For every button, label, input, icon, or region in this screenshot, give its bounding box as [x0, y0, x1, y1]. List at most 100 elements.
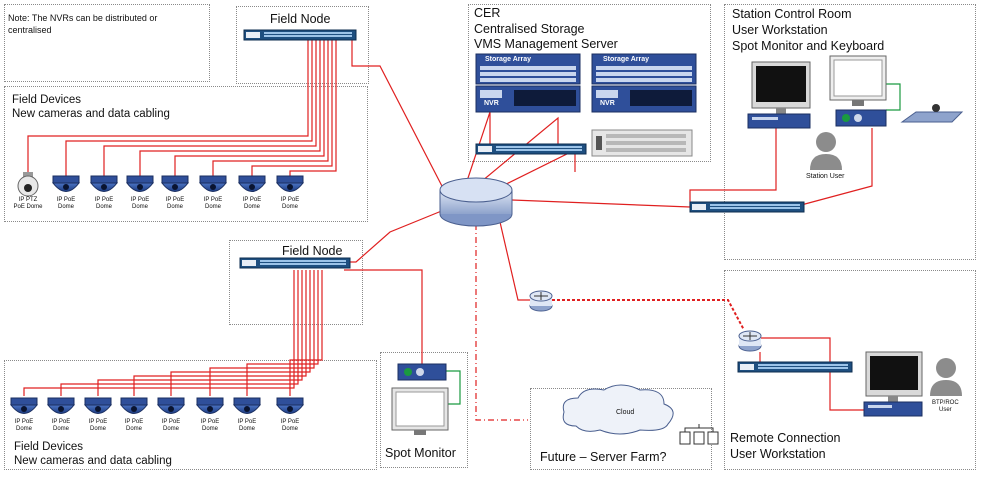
field-devices-bottom-subtitle: New cameras and data cabling [14, 455, 172, 467]
dome-camera-label-line2: Dome [166, 204, 183, 210]
dome-camera-icon [89, 175, 119, 192]
field-node-top-box [236, 6, 369, 84]
field-devices-top-box [4, 86, 368, 222]
dome-camera-icon [119, 397, 149, 414]
field-node-bottom-label: Field Node [282, 244, 343, 258]
note-box [4, 4, 210, 82]
dome-camera-icon [232, 397, 262, 414]
dome-camera-label-line1: IP PoE [56, 197, 76, 203]
storage-array-2-label: Storage Array [603, 56, 650, 63]
cabling [23, 36, 873, 421]
dome-camera-label-line1: IP PoE [51, 419, 71, 425]
dome-camera-label-line1: IP PoE [124, 419, 144, 425]
remote-connection-label: Remote Connection User Workstation [730, 430, 840, 462]
field-devices-top-subtitle: New cameras and data cabling [12, 108, 170, 120]
field-devices-bottom-title: Field Devices [14, 441, 84, 453]
dome-camera-label-line2: Dome [57, 204, 74, 210]
spot-monitor-box [380, 352, 468, 468]
dome-camera-label-line2: Dome [281, 426, 298, 432]
nvr-note-line2: centralised [8, 25, 52, 35]
field-node-bottom-switch-icon [239, 257, 351, 269]
ptz-camera-label-line1: IP PTZ [18, 197, 38, 203]
station-user-label: Station User [806, 173, 845, 180]
dome-camera-icon [160, 175, 190, 192]
station-control-room-label: Station Control Room User Workstation Sp… [732, 6, 884, 54]
remote-user-line2: User [939, 407, 952, 413]
remote-user-icon [930, 358, 962, 396]
dome-camera-label-line2: Dome [89, 426, 106, 432]
wan-link [552, 299, 745, 331]
nvr-note-line1: Note: The NVRs can be distributed or [8, 13, 158, 23]
dome-camera-label-line1: IP PoE [94, 197, 114, 203]
spot-monitor-decoder-icon [397, 363, 447, 381]
field-devices-top-label: Field Devices New cameras and data cabli… [12, 93, 170, 121]
dome-camera-label-line1: IP PoE [165, 197, 185, 203]
vms-server-icon [591, 129, 693, 157]
server-farm-label: Future – Server Farm? [540, 450, 667, 464]
dome-camera-icon [237, 175, 267, 192]
keyboard-icon [900, 104, 964, 123]
field-devices-bottom-label: Field Devices New cameras and data cabli… [14, 440, 172, 468]
ptz-camera-icon [17, 172, 39, 197]
station-workstation-monitor-icon [751, 61, 811, 114]
storage-array-2-icon [591, 53, 697, 85]
station-workstation-label: User Workstation [732, 23, 828, 37]
field-node-bottom-box [229, 240, 363, 325]
remote-connection-box [724, 270, 976, 470]
nvr-2-label: NVR [600, 100, 615, 107]
ptz-camera-label-line2: PoE Dome [13, 204, 43, 210]
station-decoder-icon [835, 109, 887, 127]
storage-array-1-icon [475, 53, 581, 85]
cloud-icon [562, 384, 674, 435]
dome-camera-label-line1: IP PoE [242, 197, 262, 203]
dome-camera-icon [9, 397, 39, 414]
storage-array-1-label: Storage Array [485, 56, 532, 63]
field-devices-top-title: Field Devices [12, 94, 82, 106]
spot-monitor-label: Spot Monitor [385, 446, 456, 460]
dome-camera-label-line2: Dome [52, 426, 69, 432]
dome-camera-label-line2: Dome [281, 204, 298, 210]
cer-vms-label: VMS Management Server [474, 37, 618, 51]
station-user-icon [810, 132, 842, 170]
cloud-label: Cloud [616, 409, 635, 416]
dome-camera-label-line2: Dome [162, 426, 179, 432]
dome-camera-label-line2: Dome [238, 426, 255, 432]
dome-camera-icon [195, 397, 225, 414]
dome-camera-label-line1: IP PoE [161, 419, 181, 425]
dome-camera-icon [275, 175, 305, 192]
remote-workstation-pc-icon [863, 401, 923, 417]
dome-camera-label-line2: Dome [201, 426, 218, 432]
station-spot-monitor-label: Spot Monitor and Keyboard [732, 39, 885, 53]
dome-camera-icon [46, 397, 76, 414]
field-devices-bottom-box [4, 360, 377, 470]
remote-workstation-monitor-icon [865, 351, 923, 402]
dome-camera-label-line1: IP PoE [88, 419, 108, 425]
station-control-room-title: Station Control Room [732, 7, 852, 21]
remote-router-icon [738, 330, 762, 352]
spot-monitor-screen-icon [391, 387, 449, 435]
station-workstation-pc-icon [747, 113, 811, 129]
dome-camera-label-line2: Dome [15, 426, 32, 432]
cer-switch-icon [475, 143, 587, 155]
server-farm-icon [679, 424, 719, 445]
dome-camera-icon [275, 397, 305, 414]
nvr-note: Note: The NVRs can be distributed or cen… [8, 12, 157, 36]
dome-camera-icon [156, 397, 186, 414]
dome-camera-label-line1: IP PoE [237, 419, 257, 425]
remote-user-label: BTP/ROC User [932, 400, 959, 414]
field-node-top-label: Field Node [270, 12, 331, 26]
cer-title: CER [474, 6, 501, 20]
dome-camera-label-line1: IP PoE [280, 419, 300, 425]
